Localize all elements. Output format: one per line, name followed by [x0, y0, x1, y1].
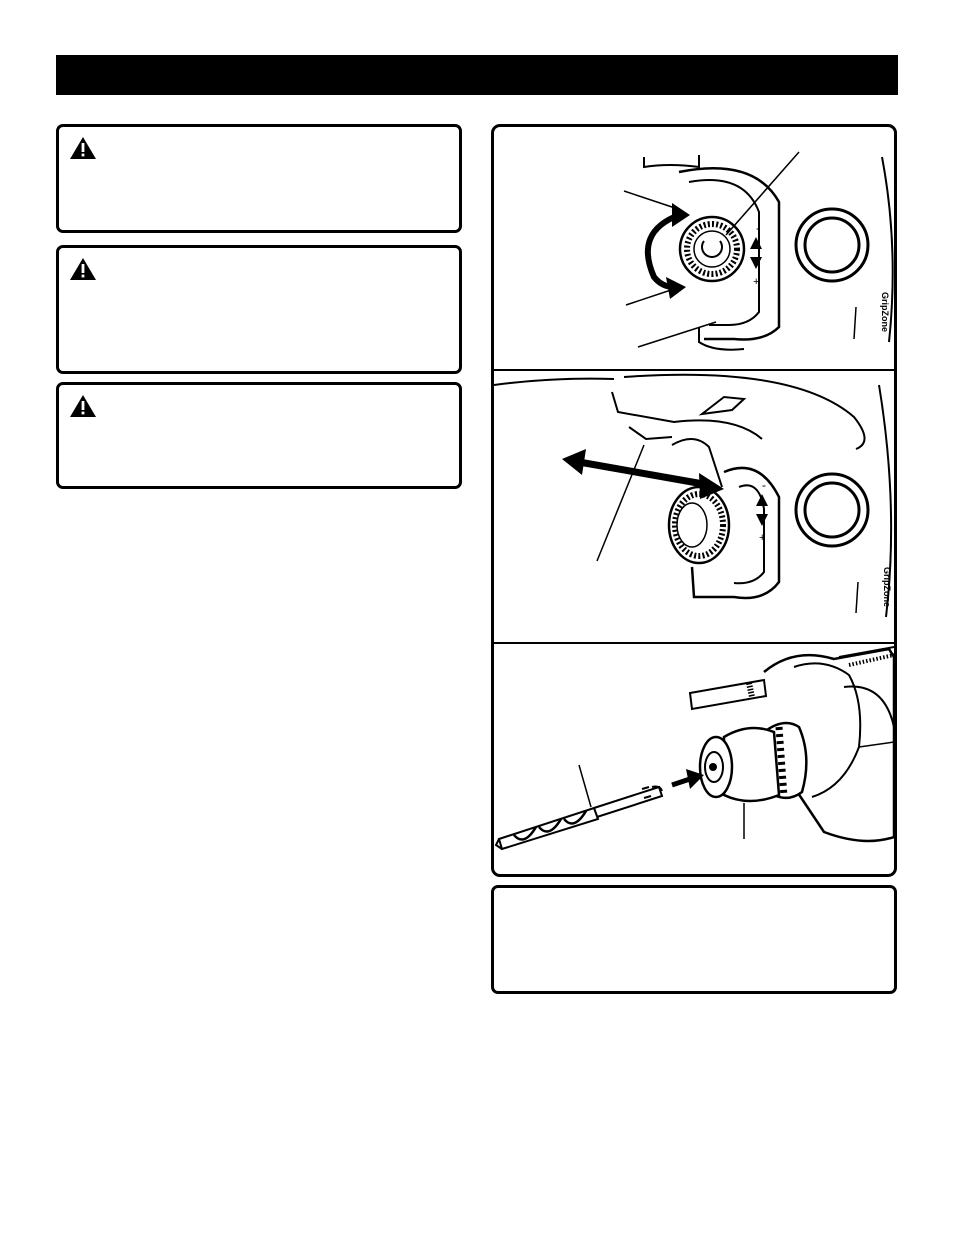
drill-bit — [494, 785, 664, 851]
mode-selector-knob — [667, 485, 731, 565]
warning-box-1 — [56, 124, 462, 233]
rotate-arrow-icon — [644, 212, 681, 290]
grip-brand-mark: GripZone — [882, 567, 892, 607]
svg-text:-: - — [756, 221, 760, 235]
fig-selector-slide: - + GripZone — [494, 373, 893, 618]
warning-box-3 — [56, 382, 462, 489]
fig-selector-rotate: - + GripZone — [623, 151, 894, 351]
insert-arrow-icon — [671, 776, 691, 788]
fig-bit-insert — [494, 646, 894, 851]
mode-selector-knob — [678, 215, 746, 283]
svg-text:+: + — [753, 276, 759, 288]
warning-triangle-icon — [70, 395, 96, 417]
chuck — [698, 726, 781, 803]
warning-triangle-icon — [70, 258, 96, 280]
warning-triangle-icon — [70, 137, 96, 159]
section-header-bar — [56, 55, 898, 95]
figure-illustrations: - + GripZone — [494, 151, 894, 851]
svg-text:-: - — [762, 478, 766, 492]
svg-text:+: + — [759, 532, 765, 544]
figure-frame: - + GripZone — [491, 124, 897, 877]
note-box — [491, 885, 897, 994]
slide-arrow-icon — [578, 458, 710, 489]
warning-box-2 — [56, 245, 462, 374]
grip-brand-mark: GripZone — [880, 292, 890, 332]
